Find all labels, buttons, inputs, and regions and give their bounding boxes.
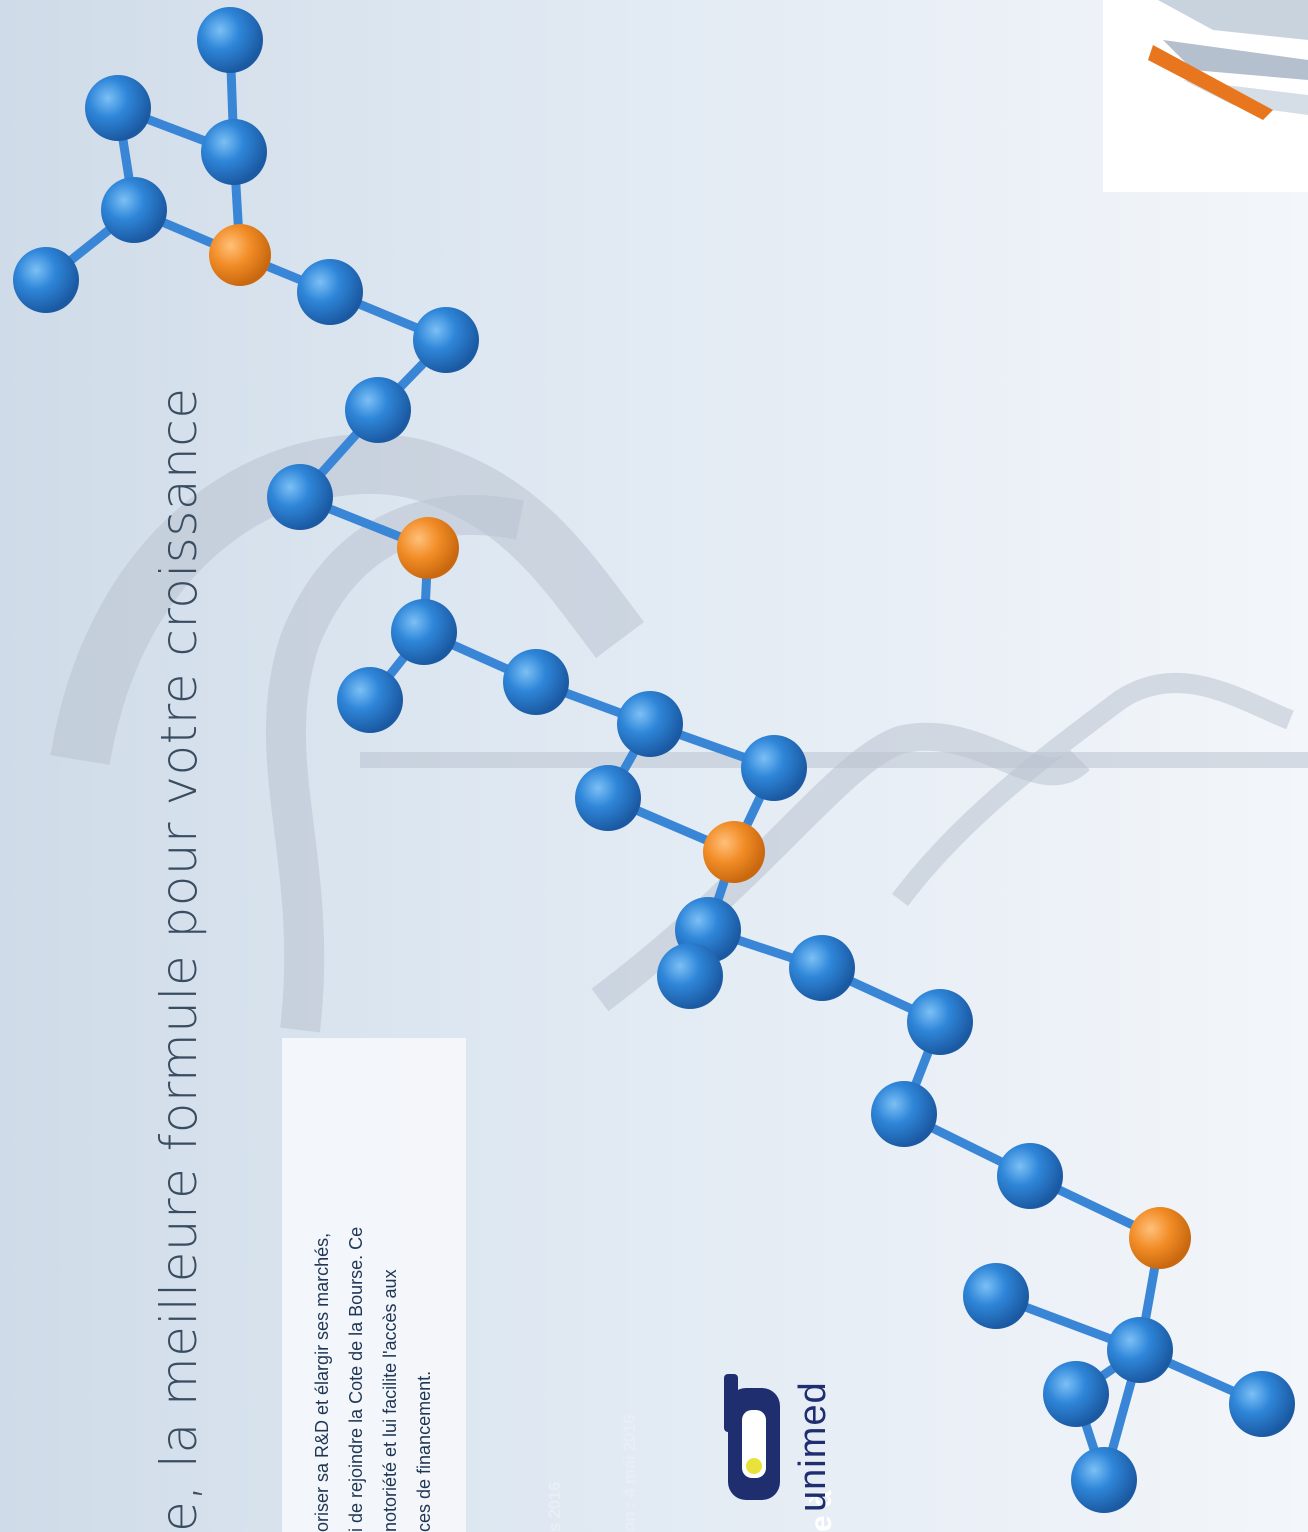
molecule-atom-blue xyxy=(345,377,411,443)
molecule-atom-blue xyxy=(617,691,683,757)
molecule-atom-blue xyxy=(503,649,569,715)
molecule-atom-orange xyxy=(397,517,459,579)
molecule-atom-blue xyxy=(197,7,263,73)
unimed-mark-icon xyxy=(724,1374,780,1500)
molecule-atom-blue xyxy=(101,177,167,243)
molecule-atom-blue xyxy=(337,667,403,733)
molecule-atom-blue xyxy=(297,259,363,325)
molecule-atom-blue xyxy=(789,935,855,1001)
molecule-atom-blue xyxy=(413,307,479,373)
molecule-atoms xyxy=(13,7,1295,1513)
molecule-atom-orange xyxy=(703,821,765,883)
body-line-2: i de rejoindre la Cote de la Bourse. Ce xyxy=(346,1226,366,1532)
date-line-2: on : 4 mai 2016 xyxy=(620,1414,639,1532)
molecule-atom-blue xyxy=(907,989,973,1055)
molecule-atom-blue xyxy=(741,735,807,801)
molecule-atom-blue xyxy=(267,464,333,530)
unimed-wordmark: unimed xyxy=(792,1381,834,1512)
molecule-atom-blue xyxy=(997,1143,1063,1209)
body-line-3: notoriété et lui facilite l'accès aux xyxy=(380,1269,400,1532)
molecule-atom-blue xyxy=(391,599,457,665)
molecule-atom-blue xyxy=(657,943,723,1009)
unimed-logo: unimed xyxy=(720,1370,840,1520)
molecule-atom-blue xyxy=(1107,1317,1173,1383)
date-line-1: s 2016 xyxy=(545,1481,564,1532)
sunburst-mark-icon xyxy=(1148,0,1308,120)
body-line-4: ces de financement. xyxy=(414,1370,434,1532)
body-text-panel xyxy=(282,1038,466,1532)
molecule-atom-blue xyxy=(1229,1371,1295,1437)
molecule-atom-blue xyxy=(871,1081,937,1147)
molecule-atom-blue xyxy=(963,1263,1029,1329)
headline: e, la meilleure formule pour votre crois… xyxy=(150,387,208,1532)
molecule-atom-blue xyxy=(13,247,79,313)
body-line-1: oriser sa R&D et élargir ses marchés, xyxy=(312,1232,332,1532)
molecule-atom-blue xyxy=(85,75,151,141)
molecule-atom-orange xyxy=(209,224,271,286)
molecule-atom-blue xyxy=(575,765,641,831)
molecule-atom-blue xyxy=(201,119,267,185)
corner-logo xyxy=(1103,0,1308,192)
molecule-atom-orange xyxy=(1129,1207,1191,1269)
molecule-atom-blue xyxy=(1043,1361,1109,1427)
molecule-atom-blue xyxy=(1071,1447,1137,1513)
